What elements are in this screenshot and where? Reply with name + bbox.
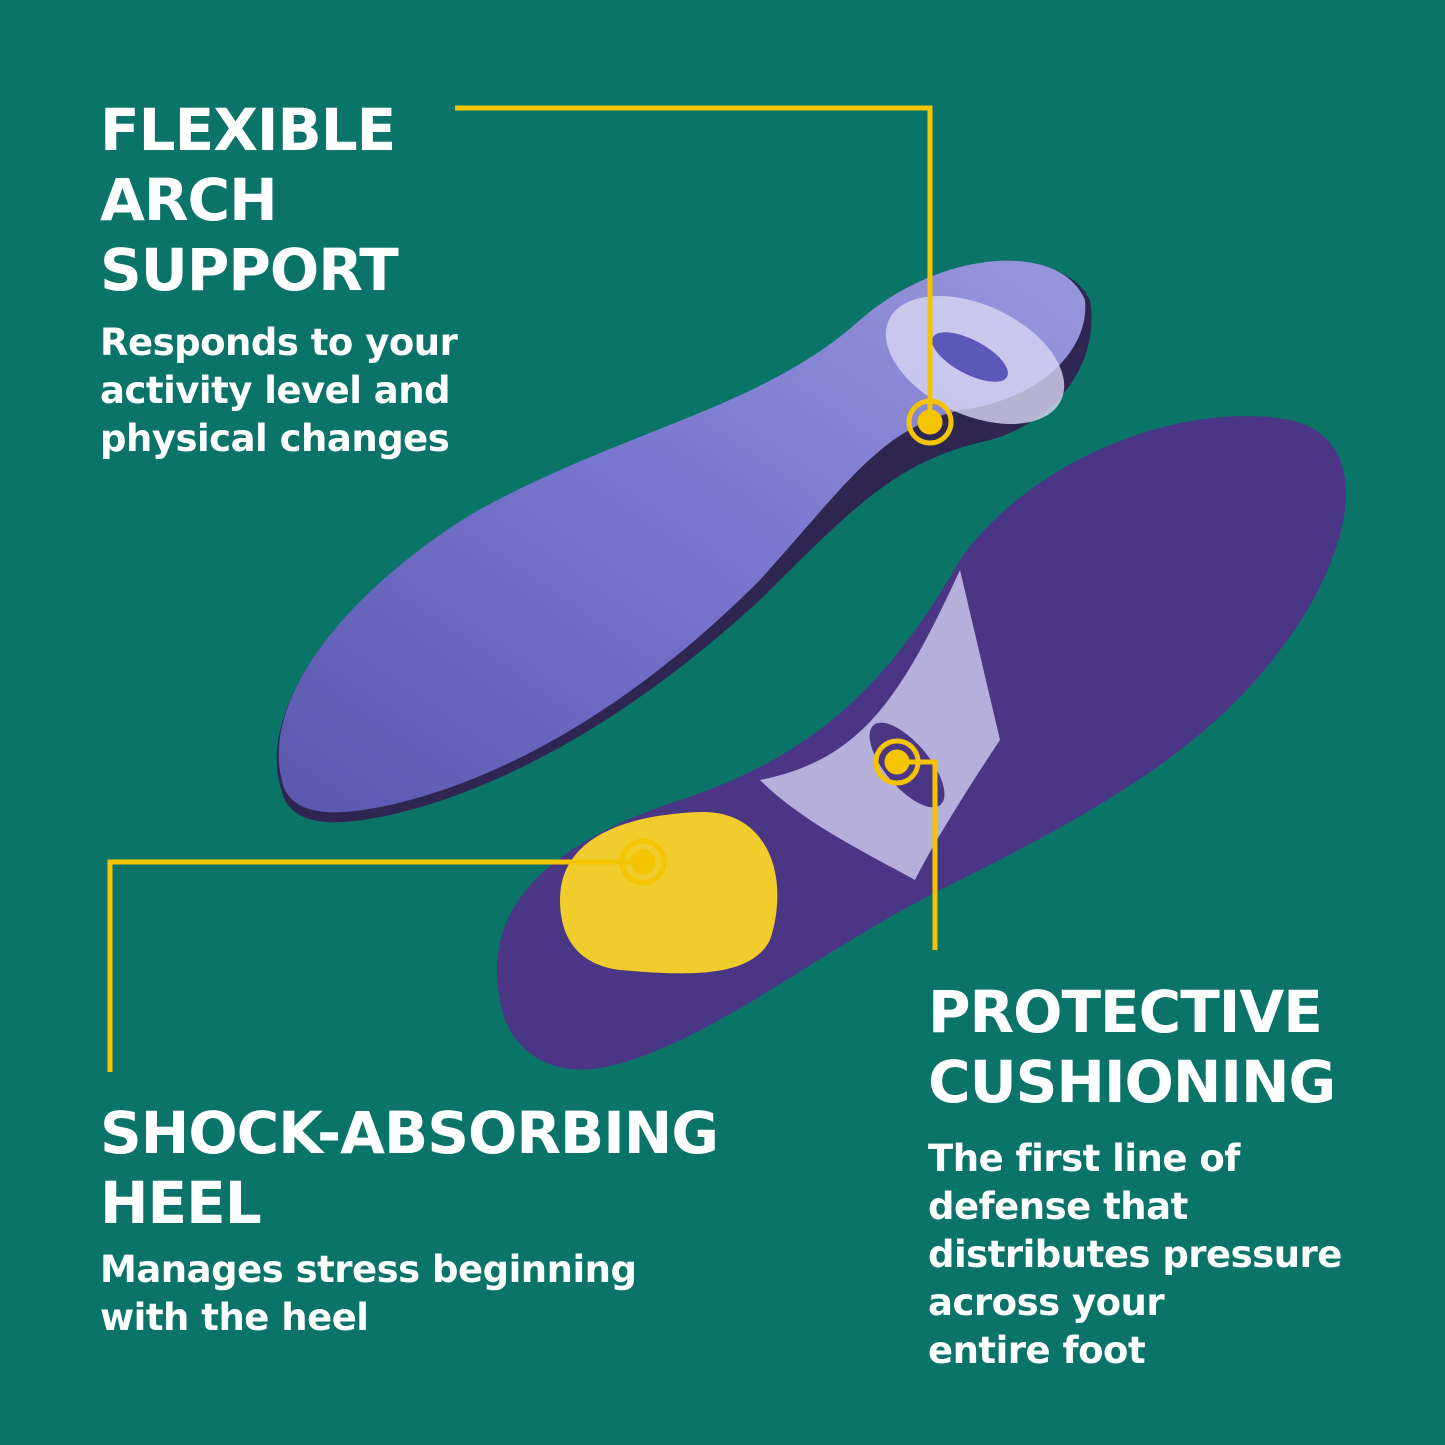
body-line: Responds to your bbox=[100, 321, 458, 364]
body-line: physical changes bbox=[100, 417, 450, 460]
title-line: SUPPORT bbox=[100, 236, 399, 304]
feature-description: Manages stress beginning with the heel bbox=[100, 1246, 718, 1342]
title-line: ARCH bbox=[100, 166, 278, 234]
body-line: entire foot bbox=[928, 1329, 1146, 1372]
body-line: Manages stress beginning bbox=[100, 1248, 637, 1291]
feature-protective-cushioning: PROTECTIVE CUSHIONING The first line of … bbox=[928, 977, 1342, 1375]
body-line: across your bbox=[928, 1281, 1165, 1324]
body-line: activity level and bbox=[100, 369, 451, 412]
body-line: distributes pressure bbox=[928, 1233, 1342, 1276]
bottom-insole bbox=[496, 416, 1346, 1070]
title-line: FLEXIBLE bbox=[100, 96, 396, 164]
callout-lines bbox=[107, 105, 954, 1072]
brand-logo-top bbox=[932, 332, 1008, 382]
feature-shock-absorbing-heel: SHOCK-ABSORBING HEEL Manages stress begi… bbox=[100, 1098, 719, 1342]
body-line: with the heel bbox=[100, 1296, 369, 1339]
feature-title: FLEXIBLE ARCH SUPPORT bbox=[100, 95, 457, 305]
body-line: defense that bbox=[928, 1185, 1188, 1228]
feature-description: Responds to your activity level and phys… bbox=[100, 319, 458, 463]
title-line: HEEL bbox=[100, 1169, 262, 1237]
feature-arch-support: FLEXIBLE ARCH SUPPORT Responds to your a… bbox=[100, 95, 458, 463]
title-line: PROTECTIVE bbox=[928, 978, 1323, 1046]
body-line: The first line of bbox=[928, 1137, 1240, 1180]
feature-description: The first line of defense that distribut… bbox=[928, 1135, 1342, 1375]
feature-title: PROTECTIVE CUSHIONING bbox=[928, 977, 1342, 1117]
title-line: CUSHIONING bbox=[928, 1048, 1336, 1116]
feature-title: SHOCK-ABSORBING HEEL bbox=[100, 1098, 719, 1238]
title-line: SHOCK-ABSORBING bbox=[100, 1099, 719, 1167]
